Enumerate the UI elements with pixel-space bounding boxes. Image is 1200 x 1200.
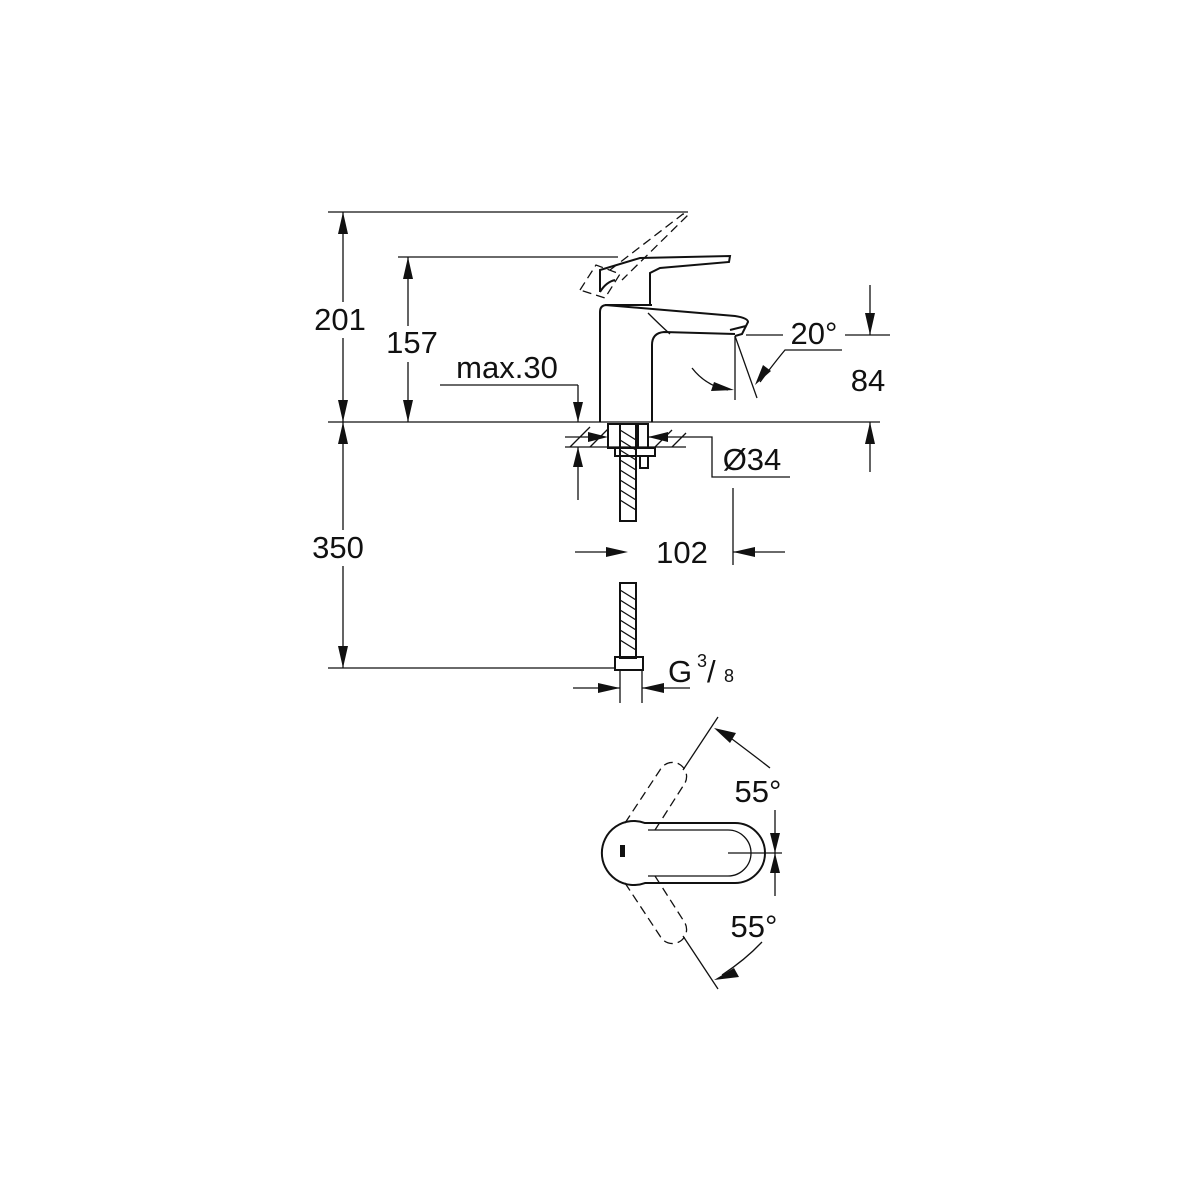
- dim-hole-diameter: Ø34: [723, 442, 782, 477]
- dim-hose-length: 350: [312, 530, 364, 565]
- deck-section: [328, 421, 880, 703]
- dim-spout-reach: 102: [656, 535, 708, 570]
- dim-spout-height: 84: [851, 363, 885, 398]
- svg-text:8: 8: [724, 666, 734, 686]
- svg-text:3: 3: [697, 651, 707, 671]
- dim-connection-thread: G 3 / 8: [668, 651, 734, 689]
- dim-lever-angle-down: 55°: [731, 909, 778, 944]
- svg-text:/: /: [707, 654, 716, 689]
- dim-total-height: 201: [314, 302, 366, 337]
- faucet-top-view: [600, 716, 782, 990]
- faucet-side-view: [578, 213, 750, 422]
- dim-max-deck-thickness: max.30: [456, 350, 558, 385]
- dim-spout-angle: 20°: [791, 316, 838, 351]
- svg-text:G: G: [668, 654, 692, 689]
- dim-lever-angle-up: 55°: [735, 774, 782, 809]
- dim-spout-top-height: 157: [386, 325, 438, 360]
